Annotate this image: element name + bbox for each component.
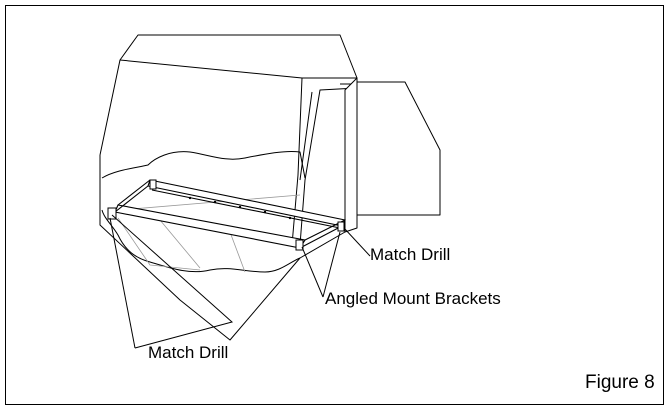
- angled-mount-brackets-label: Angled Mount Brackets: [325, 289, 501, 308]
- bracket-right-rear: [337, 221, 345, 232]
- interior-line: [117, 217, 201, 271]
- case-body: [99, 155, 346, 341]
- leader-match-drill-left-2: [111, 214, 234, 349]
- leader-brackets-1: [301, 246, 324, 298]
- match-drill-left-label: Match Drill: [148, 343, 229, 362]
- canopy-top: [119, 34, 358, 79]
- rail-hole: [188, 196, 192, 200]
- leader-match-drill-right: [343, 227, 371, 257]
- bracket-left-rear: [149, 179, 157, 190]
- cutaway-edge: [101, 151, 306, 273]
- right-side-panel: [356, 81, 441, 216]
- leader-match-drill-left-1: [109, 217, 136, 349]
- bracket-right-front: [295, 239, 304, 251]
- match-drill-right-label: Match Drill: [370, 245, 451, 264]
- leader-brackets-2: [322, 231, 341, 298]
- figure-label: Figure 8: [585, 372, 655, 393]
- end-panel: [344, 77, 358, 233]
- bracket-left: [107, 207, 117, 220]
